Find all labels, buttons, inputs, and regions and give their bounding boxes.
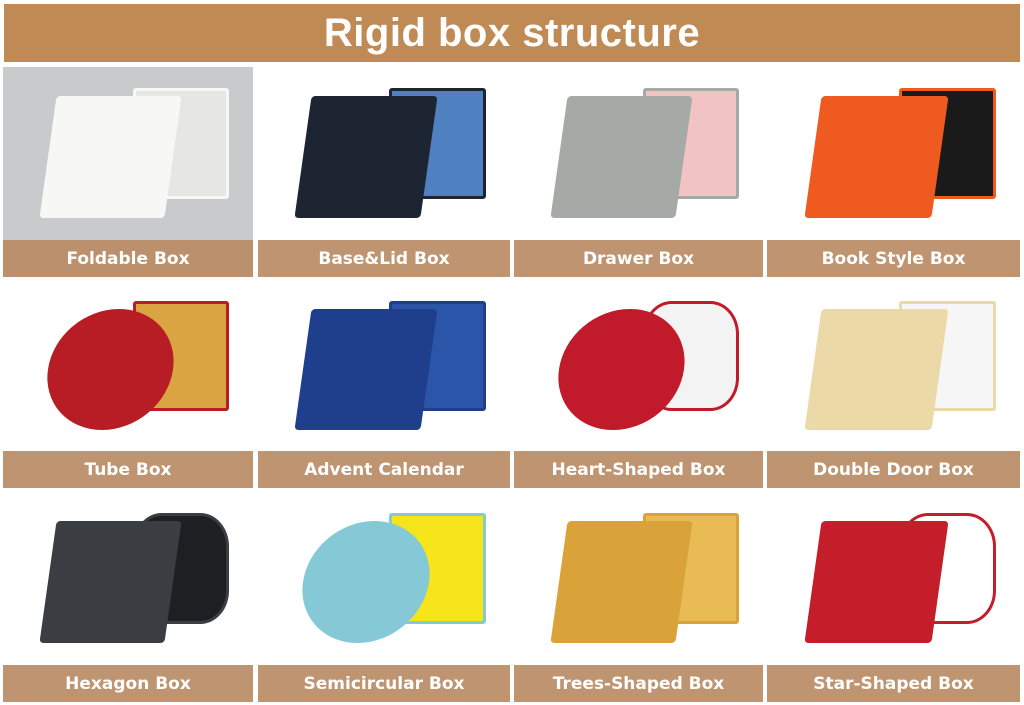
book-style-box-body-shape xyxy=(803,96,948,219)
hexagon-box-body-shape xyxy=(39,521,182,644)
box-label: Semicircular Box xyxy=(258,665,510,702)
box-tile-foldable-box: Foldable Box xyxy=(3,67,253,277)
base-lid-box-body-shape xyxy=(294,96,438,219)
box-label: Advent Calendar xyxy=(258,451,510,488)
heart-shaped-box-body-shape xyxy=(550,309,692,430)
page-title: Rigid box structure xyxy=(323,10,701,55)
box-tile-trees-shaped-box: Trees-Shaped Box xyxy=(514,492,763,702)
box-tile-drawer-box: Drawer Box xyxy=(514,67,763,277)
semicircular-box-body-shape xyxy=(294,521,438,644)
drawer-box-body-shape xyxy=(550,96,692,219)
box-label: Hexagon Box xyxy=(3,665,253,702)
box-tile-hexagon-box: Hexagon Box xyxy=(3,492,253,702)
box-label: Heart-Shaped Box xyxy=(514,451,763,488)
box-tile-heart-shaped-box: Heart-Shaped Box xyxy=(514,280,763,488)
box-label: Book Style Box xyxy=(767,240,1020,277)
box-label: Drawer Box xyxy=(514,240,763,277)
box-label: Base&Lid Box xyxy=(258,240,510,277)
box-tile-star-shaped-box: Star-Shaped Box xyxy=(767,492,1020,702)
foldable-box-body-shape xyxy=(39,96,182,219)
box-label: Double Door Box xyxy=(767,451,1020,488)
advent-calendar-body-shape xyxy=(294,309,438,430)
star-shaped-box-body-shape xyxy=(803,521,948,644)
box-label: Trees-Shaped Box xyxy=(514,665,763,702)
title-banner: Rigid box structure xyxy=(4,4,1020,62)
box-label: Foldable Box xyxy=(3,240,253,277)
trees-shaped-box-body-shape xyxy=(550,521,692,644)
box-tile-semicircular-box: Semicircular Box xyxy=(258,492,510,702)
box-tile-base-lid-box: Base&Lid Box xyxy=(258,67,510,277)
tube-box-body-shape xyxy=(39,309,182,430)
box-tile-tube-box: Tube Box xyxy=(3,280,253,488)
double-door-box-body-shape xyxy=(804,309,948,430)
box-tile-advent-calendar: Advent Calendar xyxy=(258,280,510,488)
box-label: Star-Shaped Box xyxy=(767,665,1020,702)
box-label: Tube Box xyxy=(3,451,253,488)
box-tile-book-style-box: Book Style Box xyxy=(767,67,1020,277)
box-tile-double-door-box: Double Door Box xyxy=(767,280,1020,488)
